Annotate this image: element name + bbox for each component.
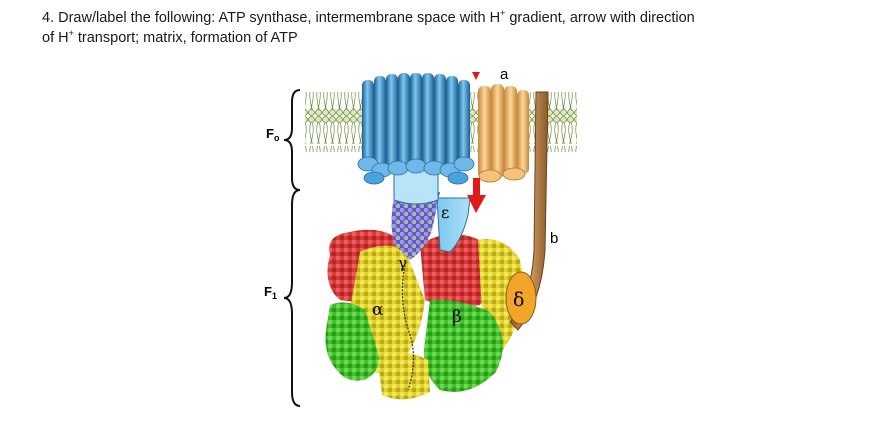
- green-left: [325, 302, 380, 381]
- question-line2-pre: of H: [42, 30, 69, 46]
- f1-brace: [283, 189, 301, 407]
- f1-head: [325, 229, 523, 400]
- label-b: b: [550, 230, 558, 247]
- gamma-stalk: [391, 192, 440, 260]
- green-right: [424, 299, 503, 392]
- question-text: 4. Draw/label the following: ATP synthas…: [42, 8, 842, 48]
- question-line1-post: gradient, arrow with direction: [505, 10, 695, 26]
- h-plus-superscript-2: +: [68, 28, 74, 39]
- epsilon-subunit: [436, 197, 471, 253]
- gamma-shaft-outline: [401, 264, 415, 391]
- beta-red-right: [420, 234, 494, 307]
- label-alpha: α: [372, 300, 384, 320]
- label-gamma: γ: [398, 254, 407, 272]
- question-line2-post: transport; matrix, formation of ATP: [73, 30, 298, 46]
- question-line1-pre: Draw/label the following: ATP synthase, …: [58, 10, 501, 26]
- label-epsilon: ε: [441, 203, 449, 222]
- label-beta: β: [452, 307, 462, 327]
- fo-brace: [283, 89, 301, 191]
- label-f1: F1: [264, 284, 277, 301]
- yellow-bottom: [378, 352, 430, 400]
- h-plus-superscript-1: +: [500, 8, 506, 19]
- c-ring: [357, 73, 475, 185]
- label-fo: Fo: [266, 126, 280, 143]
- label-delta: δ: [513, 289, 524, 311]
- a-subunit: [478, 84, 529, 183]
- h-plus-arrow-icon: [467, 72, 486, 213]
- b-stalk: [509, 91, 549, 331]
- question-number: 4.: [42, 10, 55, 26]
- delta-subunit: [505, 271, 537, 325]
- label-a: a: [500, 66, 509, 83]
